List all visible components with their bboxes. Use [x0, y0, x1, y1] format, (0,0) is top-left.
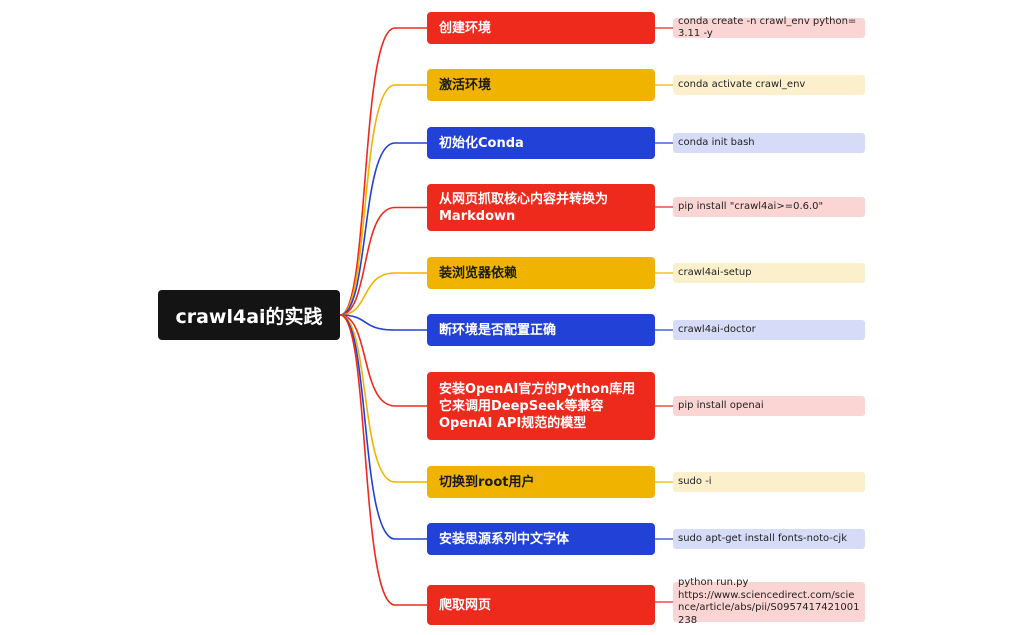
command-node-install-openai[interactable]: pip install openai — [673, 396, 865, 416]
branch-line — [339, 206, 427, 316]
branch-line — [339, 314, 427, 483]
command-node-switch-root[interactable]: sudo -i — [673, 472, 865, 492]
step-node-install-fonts[interactable]: 安装思源系列中文字体 — [427, 523, 655, 555]
branch-line — [339, 27, 427, 316]
command-node-browser-deps[interactable]: crawl4ai-setup — [673, 263, 865, 283]
command-node-check-env[interactable]: crawl4ai-doctor — [673, 320, 865, 340]
branch-line — [339, 314, 427, 407]
branch-line — [339, 142, 427, 316]
root-node[interactable]: crawl4ai的实践 — [158, 290, 340, 340]
command-node-create-env[interactable]: conda create -n crawl_env python=3.11 -y — [673, 16, 865, 39]
step-node-init-conda[interactable]: 初始化Conda — [427, 127, 655, 159]
branch-line — [339, 84, 427, 316]
step-node-install-openai[interactable]: 安装OpenAI官方的Python库用它来调用DeepSeek等兼容OpenAI… — [427, 372, 655, 440]
step-node-install-crawl4ai[interactable]: 从网页抓取核心内容并转换为Markdown — [427, 184, 655, 231]
branch-line — [339, 314, 427, 540]
step-node-switch-root[interactable]: 切换到root用户 — [427, 466, 655, 498]
branch-line — [339, 314, 427, 331]
branch-line — [339, 314, 427, 606]
command-node-install-crawl4ai[interactable]: pip install "crawl4ai>=0.6.0" — [673, 197, 865, 217]
command-node-crawl-page[interactable]: python run.py https://www.sciencedirect.… — [673, 577, 865, 626]
step-node-browser-deps[interactable]: 装浏览器依赖 — [427, 257, 655, 289]
command-node-activate-env[interactable]: conda activate crawl_env — [673, 75, 865, 95]
command-node-init-conda[interactable]: conda init bash — [673, 133, 865, 153]
step-node-create-env[interactable]: 创建环境 — [427, 12, 655, 44]
step-node-check-env[interactable]: 断环境是否配置正确 — [427, 314, 655, 346]
step-node-crawl-page[interactable]: 爬取网页 — [427, 585, 655, 625]
branch-line — [339, 272, 427, 316]
step-node-activate-env[interactable]: 激活环境 — [427, 69, 655, 101]
command-node-install-fonts[interactable]: sudo apt-get install fonts-noto-cjk — [673, 529, 865, 549]
